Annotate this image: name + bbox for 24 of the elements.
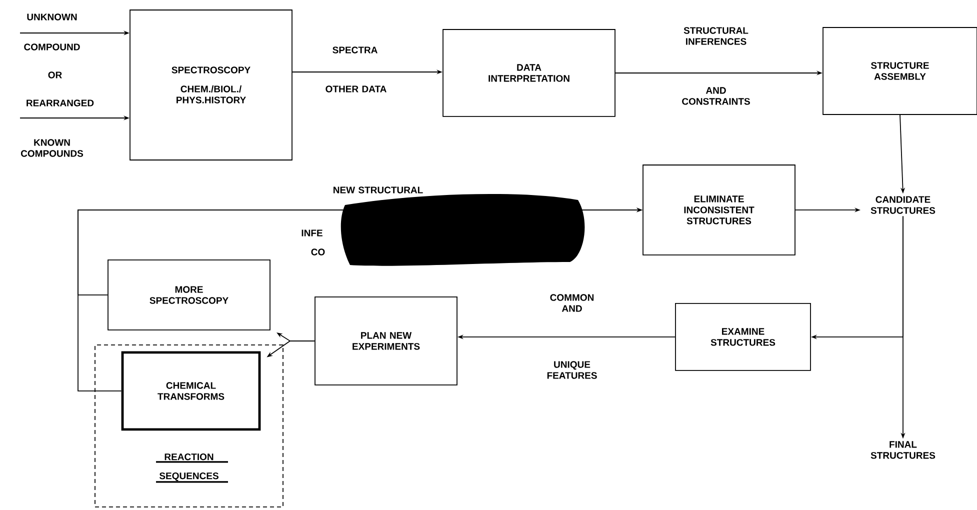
process-box: PLAN NEW EXPERIMENTS	[314, 296, 458, 386]
flow-label: NEW STRUCTURAL	[334, 186, 423, 194]
flow-label: INFE	[302, 230, 322, 236]
process-box: ELIMINATE INCONSISTENT STRUCTURES	[642, 164, 796, 256]
process-box: STRUCTURE ASSEMBLY	[822, 27, 977, 115]
process-box: CHEMICAL TRANSFORMS	[121, 351, 261, 431]
process-box: MORE SPECTROSCOPY	[108, 260, 270, 330]
process-box: EXAMINE STRUCTURES	[675, 303, 811, 371]
flow-label: OTHER DATA	[326, 86, 386, 92]
result-text: CANDIDATE STRUCTURES	[870, 196, 936, 214]
flow-label: CO	[311, 248, 325, 256]
flow-label: UNIQUE FEATURES	[547, 361, 597, 379]
flow-label: SPECTRA	[332, 46, 378, 54]
flow-label: COMMON AND	[550, 294, 594, 312]
flow-label: REARRANGED	[26, 100, 94, 106]
flow-label: KNOWN COMPOUNDS	[21, 139, 84, 157]
flow-label: AND CONSTRAINTS	[682, 87, 750, 105]
process-box: SPECTROSCOPY CHEM./BIOL./ PHYS.HISTORY	[130, 10, 292, 160]
flow-label: OR	[48, 72, 62, 78]
flow-label: COMPOUND	[24, 44, 80, 50]
flow-label: UNKNOWN	[27, 14, 77, 20]
flow-label: STRUCTURAL INFERENCES	[684, 27, 748, 45]
process-box: DATA INTERPRETATION	[442, 29, 616, 117]
result-text: FINAL STRUCTURES	[870, 441, 936, 459]
